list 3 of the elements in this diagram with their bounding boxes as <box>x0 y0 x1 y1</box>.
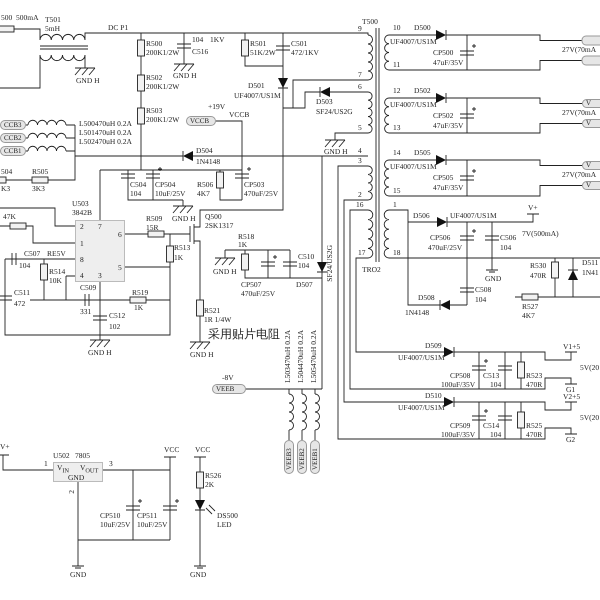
ic-box <box>53 462 103 482</box>
note-text: 采用贴片电阻 <box>208 327 280 341</box>
ic-box <box>75 220 125 282</box>
